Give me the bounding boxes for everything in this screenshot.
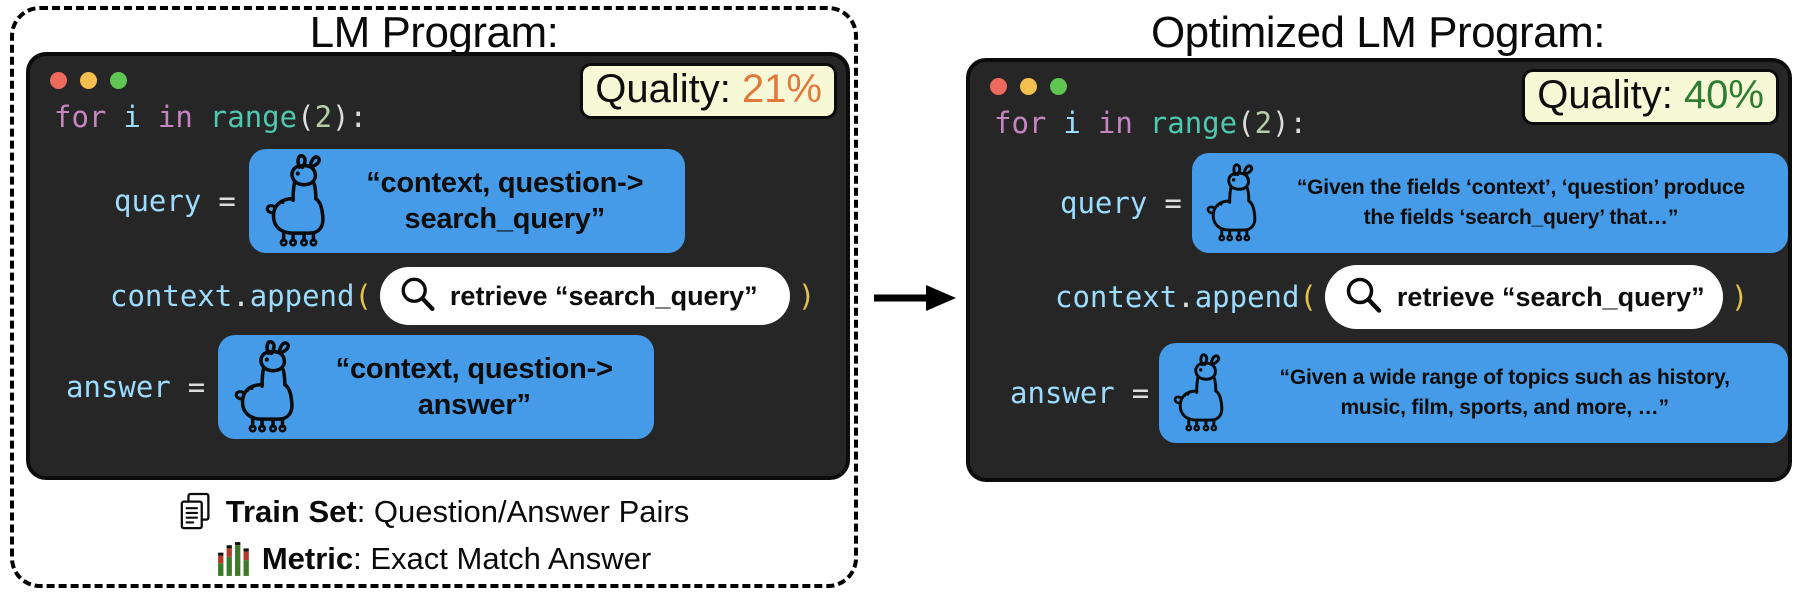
assignment-operator: =	[1164, 186, 1182, 220]
minimize-window-icon	[1020, 78, 1037, 95]
range-number: 2	[314, 100, 333, 134]
query-prompt-text: “Given the fields ‘context’, ‘question’ …	[1296, 176, 1745, 229]
metric-row: Metric: Exact Match Answer	[217, 541, 651, 577]
train-metric-footer: Train Set: Question/Answer Pairs Metric:…	[10, 488, 858, 582]
keyword-in: in	[1097, 106, 1133, 140]
quality-value: 40%	[1683, 73, 1764, 117]
optimized-lm-program-title: Optimized LM Program:	[1150, 8, 1606, 57]
loop-variable: i	[1063, 106, 1081, 140]
assignment-operator: =	[1131, 376, 1150, 410]
context-object: context	[110, 279, 233, 313]
answer-prompt-box: “Given a wide range of topics such as hi…	[1159, 343, 1788, 443]
call-paren-close: )	[1730, 280, 1749, 314]
function-range: range	[1149, 106, 1238, 140]
dot-accessor: .	[1177, 280, 1195, 314]
query-variable: query	[1060, 186, 1148, 220]
answer-variable: answer	[66, 370, 171, 404]
documents-icon	[180, 492, 210, 530]
retrieve-label: retrieve “search_query”	[1396, 281, 1705, 312]
metric-text: : Exact Match Answer	[353, 541, 652, 576]
paren-close: )	[1272, 106, 1290, 140]
code-window-right: Quality: 40% for i in range ( 2 ) :	[966, 58, 1792, 482]
answer-prompt-text: “context, question-> answer”	[335, 353, 613, 421]
code-window-left: Quality: 21% for i in range ( 2 ) :	[26, 52, 850, 480]
query-prompt-box: “context, question-> search_query”	[248, 149, 685, 253]
code-line-for-loop: for i in range ( 2 ) :	[994, 103, 1788, 143]
lm-program-container	[10, 6, 858, 588]
paren-open: (	[297, 100, 315, 134]
zoom-window-icon	[1050, 78, 1067, 95]
close-window-icon	[990, 78, 1007, 95]
colon: :	[349, 100, 367, 134]
assignment-operator: =	[218, 184, 236, 218]
retrieve-pill: retrieve “search_query”	[1324, 265, 1723, 329]
call-paren-open: (	[1299, 280, 1317, 314]
colon: :	[1289, 106, 1307, 140]
quality-label: Quality:	[1537, 73, 1673, 117]
query-assignment-row: query = “context, question-> search_quer…	[114, 149, 846, 253]
query-prompt-box: “Given the fields ‘context’, ‘question’ …	[1191, 153, 1788, 253]
answer-assignment-row: answer = “context, question-> answer”	[66, 335, 846, 439]
query-variable: query	[114, 184, 202, 218]
right-arrow-icon	[874, 285, 956, 311]
metric-bars-icon	[217, 542, 249, 576]
quality-value: 21%	[741, 67, 822, 111]
context-object: context	[1055, 280, 1178, 314]
magnifier-icon	[398, 275, 440, 317]
query-prompt-text: “context, question-> search_query”	[366, 167, 644, 235]
query-assignment-row: query = “Given the fields ‘context’, ‘qu…	[1060, 153, 1788, 253]
append-method: append	[249, 279, 355, 313]
range-number: 2	[1254, 106, 1273, 140]
close-window-icon	[50, 72, 67, 89]
answer-prompt-box: “context, question-> answer”	[218, 335, 655, 439]
function-range: range	[209, 100, 298, 134]
append-method: append	[1194, 280, 1300, 314]
assignment-operator: =	[187, 370, 206, 404]
keyword-for: for	[54, 100, 107, 134]
llama-icon	[234, 340, 294, 433]
answer-assignment-row: answer = “Given a wide range of topics s…	[1010, 343, 1788, 443]
paren-open: (	[1237, 106, 1255, 140]
lm-program-title: LM Program:	[309, 8, 559, 57]
call-paren-open: (	[354, 279, 372, 313]
llama-icon	[1173, 353, 1224, 432]
zoom-window-icon	[110, 72, 127, 89]
paren-close: )	[332, 100, 350, 134]
quality-badge-right: Quality: 40%	[1522, 69, 1779, 125]
quality-badge-left: Quality: 21%	[580, 63, 837, 119]
keyword-in: in	[157, 100, 193, 134]
retrieve-label: retrieve “search_query”	[449, 280, 758, 311]
minimize-window-icon	[80, 72, 97, 89]
call-paren-close: )	[797, 279, 816, 313]
answer-prompt-text: “Given a wide range of topics such as hi…	[1279, 366, 1730, 419]
llama-icon	[265, 154, 325, 247]
dot-accessor: .	[232, 279, 250, 313]
context-append-row: context . append ( retrieve “search_quer…	[1055, 265, 1788, 329]
traffic-lights	[990, 78, 1788, 95]
quality-label: Quality:	[595, 67, 731, 111]
code-line-for-loop: for i in range ( 2 ) :	[54, 97, 846, 137]
magnifier-icon	[1343, 275, 1387, 319]
train-set-row: Train Set: Question/Answer Pairs	[179, 492, 689, 532]
context-append-row: context . append ( retrieve “search_quer…	[110, 267, 846, 325]
traffic-lights	[50, 72, 846, 89]
answer-variable: answer	[1010, 376, 1115, 410]
train-set-label: Train Set	[225, 494, 357, 529]
retrieve-pill: retrieve “search_query”	[379, 267, 790, 325]
loop-variable: i	[123, 100, 141, 134]
keyword-for: for	[994, 106, 1047, 140]
llama-icon	[1206, 163, 1257, 242]
metric-label: Metric	[261, 541, 354, 576]
train-set-text: : Question/Answer Pairs	[356, 494, 690, 529]
